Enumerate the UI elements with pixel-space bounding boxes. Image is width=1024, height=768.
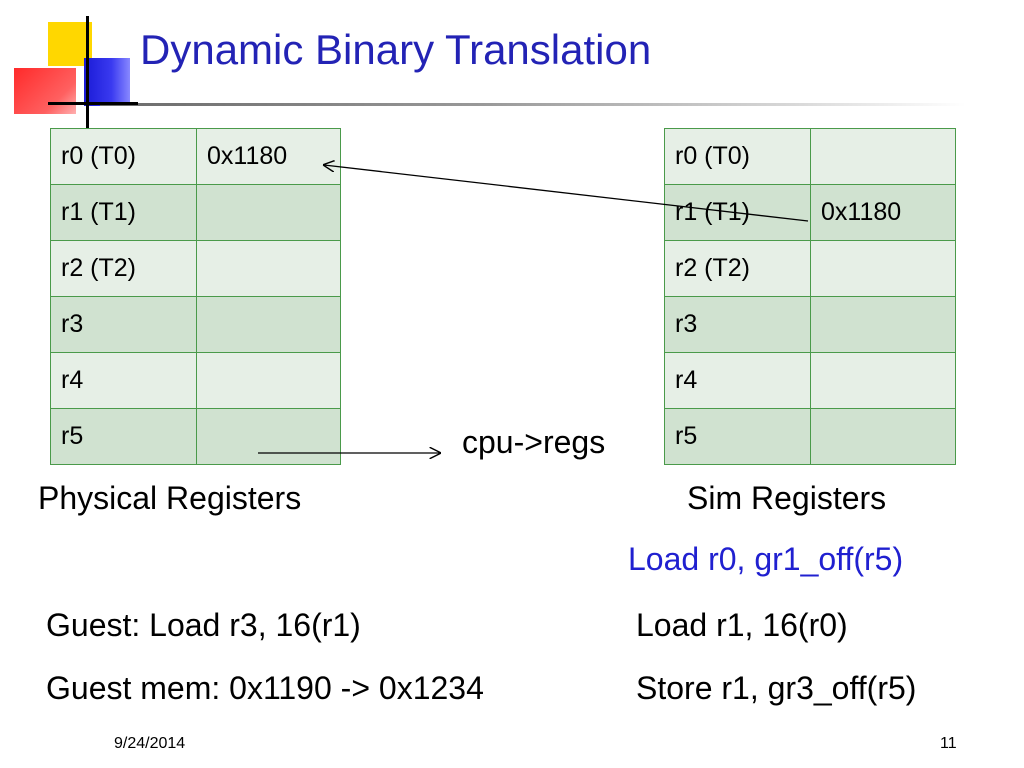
physical-registers-table: r0 (T0) 0x1180 r1 (T1) r2 (T2) r3 r4 r5 — [50, 128, 341, 465]
slide-title: Dynamic Binary Translation — [140, 26, 652, 73]
page-number: 11 — [940, 735, 957, 752]
table-row: r3 — [664, 296, 956, 353]
table-row: r1 (T1) 0x1180 — [664, 184, 956, 241]
register-value — [810, 352, 956, 409]
sim-registers-label: Sim Registers — [687, 480, 887, 516]
register-value: 0x1180 — [196, 128, 341, 185]
register-name: r0 (T0) — [50, 128, 197, 185]
register-name: r3 — [664, 296, 811, 353]
table-row: r4 — [664, 352, 956, 409]
title-underline — [100, 103, 966, 106]
register-name: r5 — [50, 408, 197, 465]
decor-blue-square — [84, 58, 130, 106]
translated-load-r1: Load r1, 16(r0) — [636, 607, 848, 643]
table-row: r5 — [664, 408, 956, 465]
translated-load-r0: Load r0, gr1_off(r5) — [628, 541, 904, 577]
table-row: r1 (T1) — [50, 184, 341, 241]
decor-red-square — [14, 68, 76, 114]
register-value — [810, 408, 956, 465]
register-value — [810, 128, 956, 185]
table-row: r2 (T2) — [50, 240, 341, 297]
register-name: r2 (T2) — [664, 240, 811, 297]
table-row: r5 — [50, 408, 341, 465]
physical-registers-label: Physical Registers — [38, 480, 302, 516]
register-name: r3 — [50, 296, 197, 353]
register-name: r5 — [664, 408, 811, 465]
register-name: r4 — [50, 352, 197, 409]
register-name: r0 (T0) — [664, 128, 811, 185]
register-name: r1 (T1) — [664, 184, 811, 241]
cpu-regs-label: cpu->regs — [462, 424, 606, 460]
register-name: r4 — [664, 352, 811, 409]
register-value — [196, 352, 341, 409]
register-value — [196, 408, 341, 465]
table-row: r4 — [50, 352, 341, 409]
register-value — [196, 184, 341, 241]
register-name: r2 (T2) — [50, 240, 197, 297]
register-value — [810, 240, 956, 297]
table-row: r0 (T0) 0x1180 — [50, 128, 341, 185]
guest-memory: Guest mem: 0x1190 -> 0x1234 — [46, 670, 484, 706]
footer-date: 9/24/2014 — [114, 735, 186, 752]
register-value — [810, 296, 956, 353]
guest-instruction: Guest: Load r3, 16(r1) — [46, 607, 361, 643]
decor-horizontal-line — [48, 102, 138, 105]
decor-vertical-line — [86, 16, 89, 130]
register-value — [196, 296, 341, 353]
register-name: r1 (T1) — [50, 184, 197, 241]
register-value: 0x1180 — [810, 184, 956, 241]
table-row: r3 — [50, 296, 341, 353]
table-row: r2 (T2) — [664, 240, 956, 297]
translated-store-r1: Store r1, gr3_off(r5) — [636, 670, 917, 706]
table-row: r0 (T0) — [664, 128, 956, 185]
register-value — [196, 240, 341, 297]
sim-registers-table: r0 (T0) r1 (T1) 0x1180 r2 (T2) r3 r4 r5 — [664, 128, 956, 465]
